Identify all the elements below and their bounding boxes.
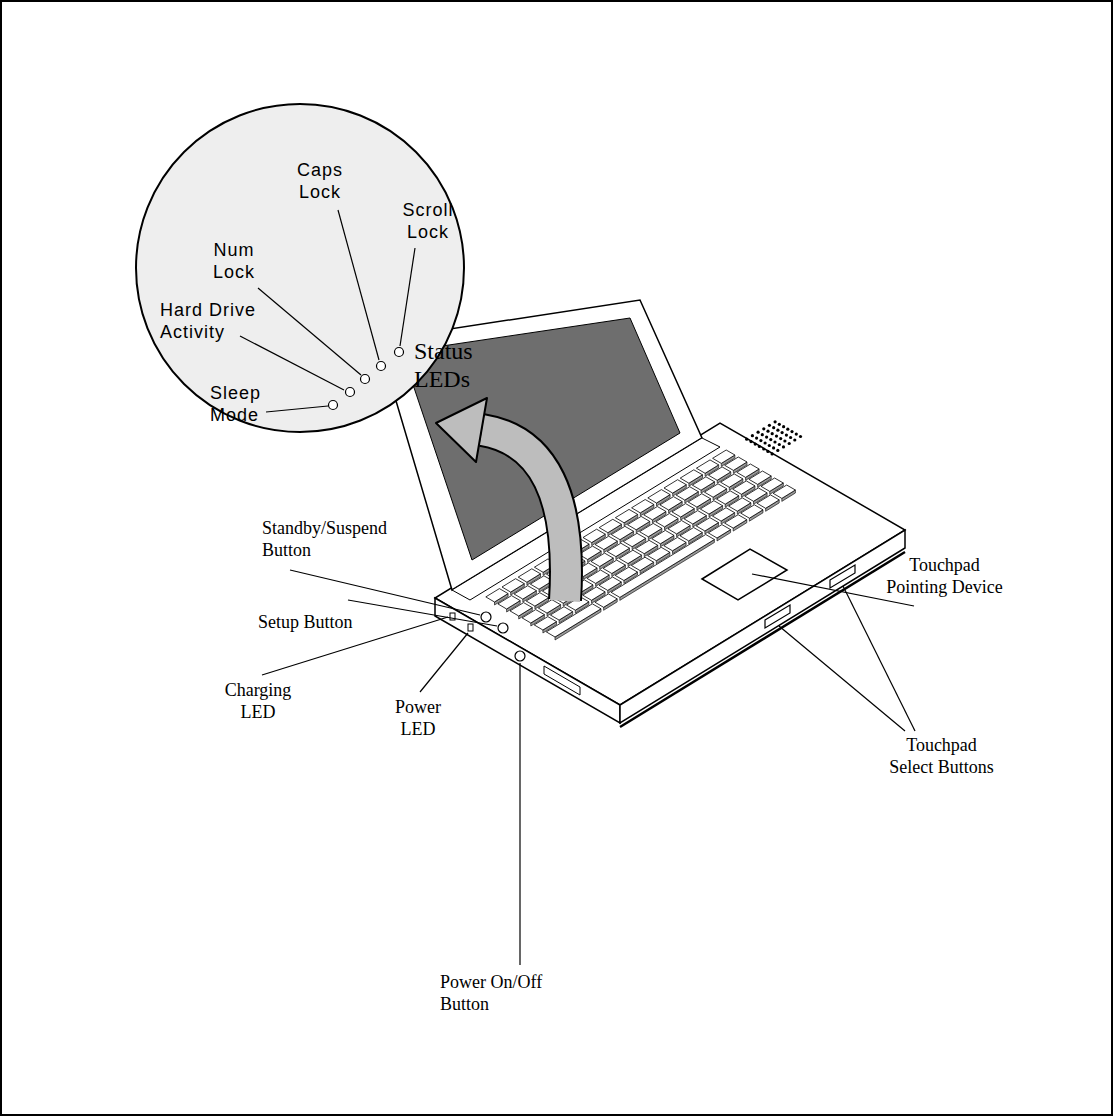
zoom-title: Status LEDs	[414, 338, 489, 393]
part-label: Power On/Off Button	[440, 972, 555, 1015]
leader-line	[258, 288, 361, 375]
speaker-hole	[755, 437, 758, 440]
leader-line	[266, 406, 328, 412]
speaker-hole	[764, 441, 767, 444]
standby-button	[481, 612, 491, 622]
speaker-hole	[772, 446, 775, 449]
key	[611, 535, 714, 598]
power-led	[468, 624, 473, 631]
key	[595, 594, 617, 607]
led-label: Num Lock	[204, 240, 264, 283]
key	[708, 525, 730, 538]
speaker-hole	[788, 442, 791, 445]
speaker-hole	[749, 440, 752, 443]
setup-button	[498, 623, 508, 633]
leader-line	[519, 663, 520, 965]
status-led	[395, 348, 404, 357]
key	[757, 495, 779, 508]
leader-line	[348, 600, 497, 626]
speaker-hole	[762, 447, 765, 450]
speaker-hole	[779, 437, 782, 440]
part-label: Charging LED	[218, 680, 298, 723]
part-label: Power LED	[388, 697, 448, 740]
speaker-hole	[793, 438, 796, 441]
power-button	[515, 651, 525, 661]
status-led	[377, 362, 386, 371]
led-label: Sleep Mode	[210, 383, 270, 426]
status-led	[361, 375, 370, 384]
zoom-arrow-head	[436, 398, 487, 462]
select-button	[765, 605, 790, 628]
leader-line	[338, 210, 379, 360]
status-led	[329, 401, 338, 410]
speaker-hole	[776, 429, 779, 432]
leader-line	[779, 626, 905, 731]
speaker-hole	[773, 440, 776, 443]
key	[546, 604, 601, 637]
speaker-hole	[774, 420, 777, 423]
speaker-hole	[771, 452, 774, 455]
zoom-arrow-outline	[482, 430, 566, 600]
speaker-hole	[751, 434, 754, 437]
leader-line	[843, 586, 915, 731]
key	[773, 485, 795, 498]
speaker-hole	[782, 445, 785, 448]
speaker-hole	[790, 430, 793, 433]
speaker-hole	[754, 443, 757, 446]
base-front-face	[620, 530, 905, 723]
drive-slot	[544, 666, 580, 695]
leader-lines	[262, 570, 915, 965]
leader-line	[400, 248, 415, 346]
speaker-hole	[766, 450, 769, 453]
speaker-hole	[775, 435, 778, 438]
speaker-hole	[757, 431, 760, 434]
key	[741, 505, 763, 518]
status-led	[346, 388, 355, 397]
leader-line	[240, 336, 344, 390]
led-label: Caps Lock	[290, 160, 350, 203]
speaker-hole	[778, 443, 781, 446]
part-label: Setup Button	[258, 612, 353, 634]
speaker-hole	[768, 424, 771, 427]
speaker-hole	[769, 438, 772, 441]
speaker-hole	[786, 428, 789, 431]
screen	[402, 318, 680, 560]
speaker-hole	[766, 430, 769, 433]
key	[725, 515, 747, 528]
speaker-hole	[772, 426, 775, 429]
leader-line	[420, 633, 468, 692]
base-left-face	[435, 598, 620, 723]
touchpad	[702, 549, 787, 600]
part-label: Standby/Suspend Button	[262, 518, 412, 561]
led-label: Hard Drive Activity	[160, 300, 270, 343]
speaker-hole	[778, 423, 781, 426]
speaker-hole	[768, 444, 771, 447]
zoom-circle: Caps LockScroll LockNum LockHard Drive A…	[135, 103, 465, 433]
hinge	[452, 438, 720, 600]
speaker-hole	[799, 435, 802, 438]
speaker-hole	[782, 425, 785, 428]
speaker-hole	[758, 445, 761, 448]
speaker-hole	[785, 434, 788, 437]
part-label: Touchpad Select Buttons	[884, 735, 999, 778]
speaker-hole	[789, 436, 792, 439]
speaker-hole	[762, 427, 765, 430]
speaker-grille	[745, 420, 802, 455]
speaker-hole	[765, 436, 768, 439]
speaker-hole	[781, 431, 784, 434]
leader-line	[290, 570, 480, 615]
speaker-hole	[745, 438, 748, 441]
led-label: Scroll Lock	[396, 200, 460, 243]
speaker-hole	[795, 433, 798, 436]
speaker-hole	[783, 439, 786, 442]
speaker-hole	[776, 449, 779, 452]
zoom-arrow	[482, 430, 566, 601]
select-button	[830, 565, 855, 588]
speaker-hole	[759, 439, 762, 442]
speaker-hole	[761, 433, 764, 436]
speaker-hole	[771, 432, 774, 435]
part-label: Touchpad Pointing Device	[882, 555, 1007, 598]
